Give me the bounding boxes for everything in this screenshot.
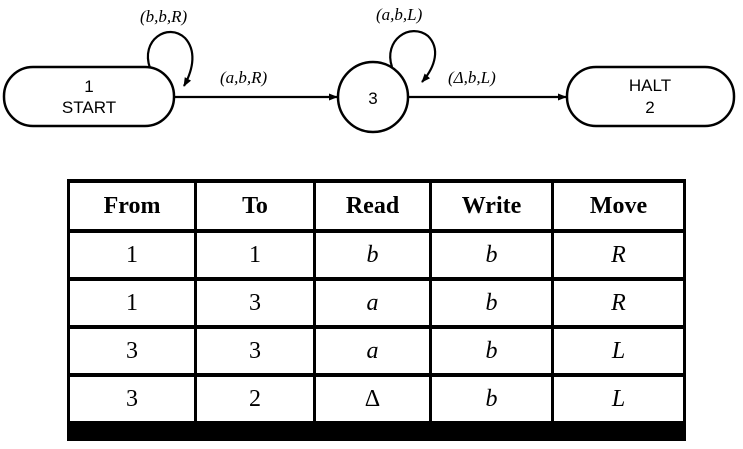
cell-read: b	[313, 233, 429, 277]
table-row: 1 3 a b R	[70, 281, 683, 325]
table-row: 3 3 a b L	[70, 329, 683, 373]
state-diagram: 1 START 3 HALT 2 (b,b,R) (a,b,L) (a,b,R)…	[2, 5, 736, 134]
edge-1-to-1	[146, 31, 194, 87]
table-header-row: From To Read Write Move	[70, 183, 683, 229]
cell-from: 1	[70, 233, 194, 277]
table-row: 3 2 Δ b L	[70, 377, 683, 421]
state-2-number: 2	[645, 98, 654, 117]
edge-3-to-2-label: (Δ,b,L)	[448, 68, 496, 87]
cell-from: 1	[70, 281, 194, 325]
header-to: To	[194, 183, 313, 229]
state-3-number: 3	[368, 89, 377, 108]
transition-table: From To Read Write Move 1 1 b b R 1 3 a …	[67, 179, 686, 441]
edge-3-to-3	[389, 30, 437, 83]
state-2-label: HALT	[629, 76, 671, 95]
cell-read: a	[313, 281, 429, 325]
cell-move: L	[551, 377, 683, 421]
cell-to: 2	[194, 377, 313, 421]
cell-move: R	[551, 233, 683, 277]
header-write: Write	[429, 183, 551, 229]
cell-from: 3	[70, 377, 194, 421]
cell-read: a	[313, 329, 429, 373]
state-2-halt	[565, 65, 736, 128]
cell-to: 1	[194, 233, 313, 277]
cell-to: 3	[194, 329, 313, 373]
cell-write: b	[429, 329, 551, 373]
header-from: From	[70, 183, 194, 229]
cell-write: b	[429, 377, 551, 421]
edge-3-to-3-label: (a,b,L)	[376, 5, 423, 24]
cell-move: L	[551, 329, 683, 373]
state-1-start	[2, 65, 176, 128]
state-3	[336, 60, 410, 134]
edge-1-to-1-label: (b,b,R)	[140, 7, 188, 26]
state-1-label: START	[62, 98, 116, 117]
cell-to: 3	[194, 281, 313, 325]
header-move: Move	[551, 183, 683, 229]
cell-read: Δ	[313, 377, 429, 421]
table-row: 1 1 b b R	[70, 233, 683, 277]
header-read: Read	[313, 183, 429, 229]
cell-from: 3	[70, 329, 194, 373]
cell-write: b	[429, 281, 551, 325]
cell-move: R	[551, 281, 683, 325]
cell-write: b	[429, 233, 551, 277]
state-1-number: 1	[84, 77, 93, 96]
transition-table-grid: From To Read Write Move 1 1 b b R 1 3 a …	[70, 179, 683, 425]
edge-1-to-3-label: (a,b,R)	[220, 68, 268, 87]
